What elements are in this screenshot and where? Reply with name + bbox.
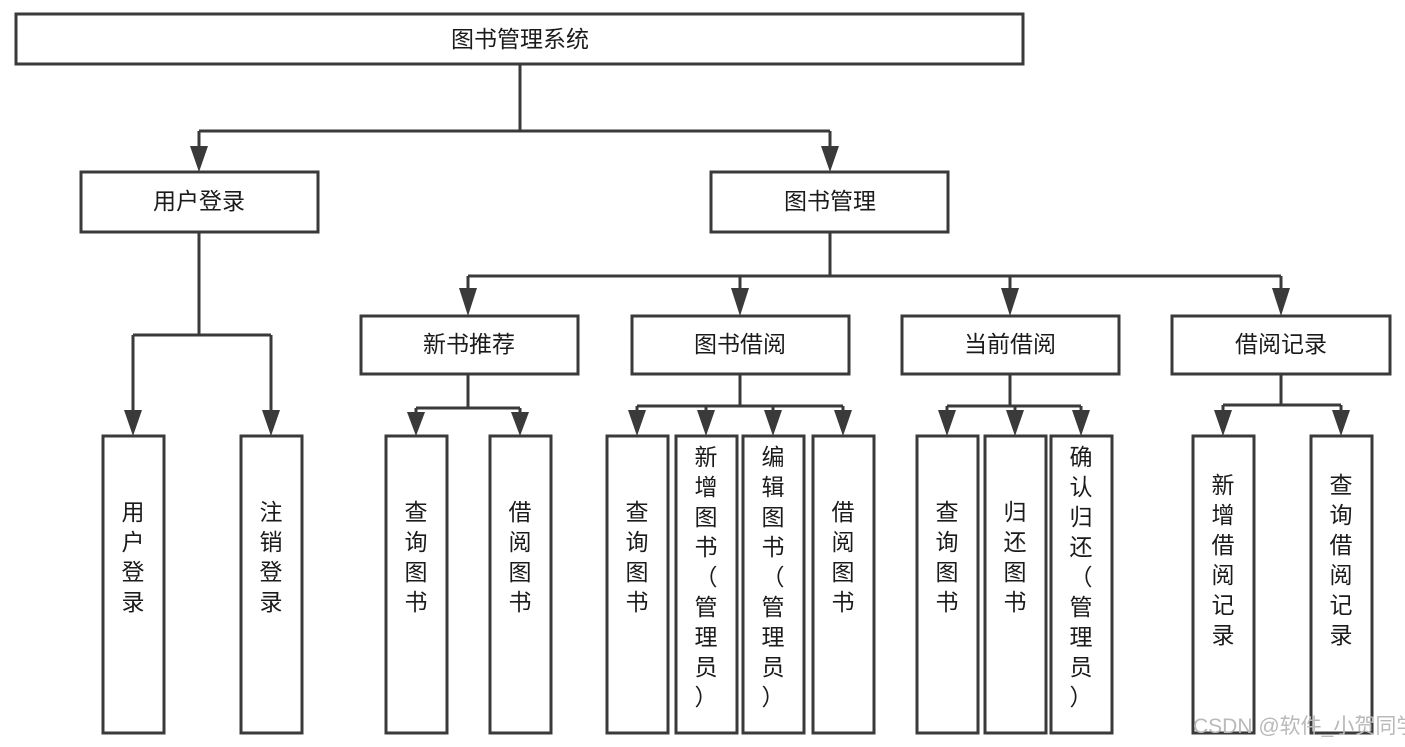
node-book-borrow[interactable]: 图书借阅 (630, 314, 851, 376)
arrow-head-user-login (190, 146, 208, 172)
connector-group-current-borrow (938, 374, 1090, 436)
node-book-management[interactable]: 图书管理 (709, 170, 950, 234)
connector-group-book-borrow (628, 374, 852, 436)
leaf-label-vertical: 查询借阅记录 (1330, 472, 1353, 648)
leaf-label-vertical: 归还图书 (1004, 499, 1027, 615)
leaf-label-vertical: 注销登录 (260, 499, 283, 615)
leaf-box[interactable] (488, 434, 553, 735)
leaf-box[interactable] (605, 434, 670, 735)
arrow-head-bb-leaf-3 (764, 410, 782, 436)
leaf-box[interactable] (674, 434, 739, 735)
leaf-box[interactable] (983, 434, 1048, 735)
leaf-box[interactable] (741, 434, 806, 735)
book-management-label: 图书管理 (784, 188, 876, 214)
arrow-head-new-book (459, 288, 477, 316)
borrow-record-box[interactable] (1170, 314, 1392, 376)
leaf-borrow-record-add-record[interactable]: 新增借阅记录 (1191, 434, 1256, 735)
arrow-head-leaf-user-login (124, 410, 142, 436)
node-current-borrow[interactable]: 当前借阅 (900, 314, 1121, 376)
root-box[interactable] (14, 12, 1025, 66)
current-borrow-box[interactable] (900, 314, 1121, 376)
leaf-label-vertical: 查询图书 (626, 499, 649, 615)
leaf-current-borrow-query-book[interactable]: 查询图书 (915, 434, 980, 735)
leaf-label-vertical: 查询图书 (936, 499, 959, 615)
leaf-book-borrow-edit-book-admin[interactable]: 编辑图书（管理员） (741, 434, 806, 735)
leaf-label-vertical: 新增借阅记录 (1212, 472, 1235, 648)
leaf-box[interactable] (1309, 434, 1374, 735)
new-book-recommend-label: 新书推荐 (423, 331, 515, 357)
leaf-user-login-login[interactable]: 用户登录 (101, 434, 166, 735)
leaf-box[interactable] (811, 434, 876, 735)
leaf-current-borrow-return-book[interactable]: 归还图书 (983, 434, 1048, 735)
arrow-head-book-borrow (731, 288, 749, 316)
new-book-recommend-box[interactable] (359, 314, 580, 376)
arrow-head-current-borrow (1001, 288, 1019, 316)
node-new-book-recommend[interactable]: 新书推荐 (359, 314, 580, 376)
connector-group-new-book (407, 374, 529, 436)
arrow-head-cb-leaf-1 (938, 410, 956, 436)
leaf-box[interactable] (239, 434, 304, 735)
leaf-current-borrow-confirm-return-admin[interactable]: 确认归还（管理员） (1049, 434, 1114, 735)
leaf-box[interactable] (1049, 434, 1114, 735)
arrow-head-borrow-record (1272, 288, 1290, 316)
book-borrow-box[interactable] (630, 314, 851, 376)
connector-group-root (190, 64, 839, 172)
arrow-head-br-leaf-2 (1332, 410, 1350, 436)
arrow-head-book-mgmt (821, 146, 839, 172)
book-management-box[interactable] (709, 170, 950, 234)
book-borrow-label: 图书借阅 (694, 331, 786, 357)
user-login-box[interactable] (79, 170, 320, 234)
leaf-borrow-record-query-record[interactable]: 查询借阅记录 (1309, 434, 1374, 735)
leaf-book-borrow-add-book-admin[interactable]: 新增图书（管理员） (674, 434, 739, 735)
root-label: 图书管理系统 (451, 26, 589, 52)
csdn-watermark: CSDN @软件_小贺同学 (1193, 715, 1405, 738)
arrow-head-nb-leaf-2 (511, 412, 529, 436)
leaf-new-book-query-book[interactable]: 查询图书 (384, 434, 449, 735)
arrow-head-bb-leaf-2 (697, 410, 715, 436)
leaf-box[interactable] (915, 434, 980, 735)
arrow-head-cb-leaf-3 (1072, 410, 1090, 436)
leaf-book-borrow-borrow-book[interactable]: 借阅图书 (811, 434, 876, 735)
leaf-box[interactable] (101, 434, 166, 735)
leaf-book-borrow-query-book[interactable]: 查询图书 (605, 434, 670, 735)
leaf-label-vertical: 新增图书（管理员） (695, 444, 718, 710)
arrow-head-cb-leaf-2 (1006, 410, 1024, 436)
node-root-book-management-system[interactable]: 图书管理系统 (14, 12, 1025, 66)
current-borrow-label: 当前借阅 (964, 331, 1056, 357)
borrow-record-label: 借阅记录 (1235, 331, 1327, 357)
connector-group-book-mgmt (459, 232, 1290, 316)
arrow-head-leaf-logout (262, 410, 280, 436)
connector-group-user-login (124, 232, 280, 436)
node-borrow-record[interactable]: 借阅记录 (1170, 314, 1392, 376)
arrow-head-br-leaf-1 (1214, 410, 1232, 436)
user-login-label: 用户登录 (153, 188, 245, 214)
node-user-login[interactable]: 用户登录 (79, 170, 320, 234)
leaf-label-vertical: 编辑图书（管理员） (762, 444, 785, 710)
leaf-new-book-borrow-book[interactable]: 借阅图书 (488, 434, 553, 735)
arrow-head-nb-leaf-1 (407, 412, 425, 436)
leaf-label-vertical: 确认归还（管理员） (1070, 444, 1093, 710)
leaf-box[interactable] (384, 434, 449, 735)
leaf-label-vertical: 借阅图书 (509, 499, 532, 615)
leaf-label-vertical: 查询图书 (405, 499, 428, 615)
leaf-label-vertical: 用户登录 (122, 499, 145, 615)
leaf-box[interactable] (1191, 434, 1256, 735)
leaf-label-vertical: 借阅图书 (832, 499, 855, 615)
arrow-head-bb-leaf-1 (628, 410, 646, 436)
leaf-user-login-logout[interactable]: 注销登录 (239, 434, 304, 735)
connector-group-borrow-record (1214, 374, 1350, 436)
arrow-head-bb-leaf-4 (834, 410, 852, 436)
